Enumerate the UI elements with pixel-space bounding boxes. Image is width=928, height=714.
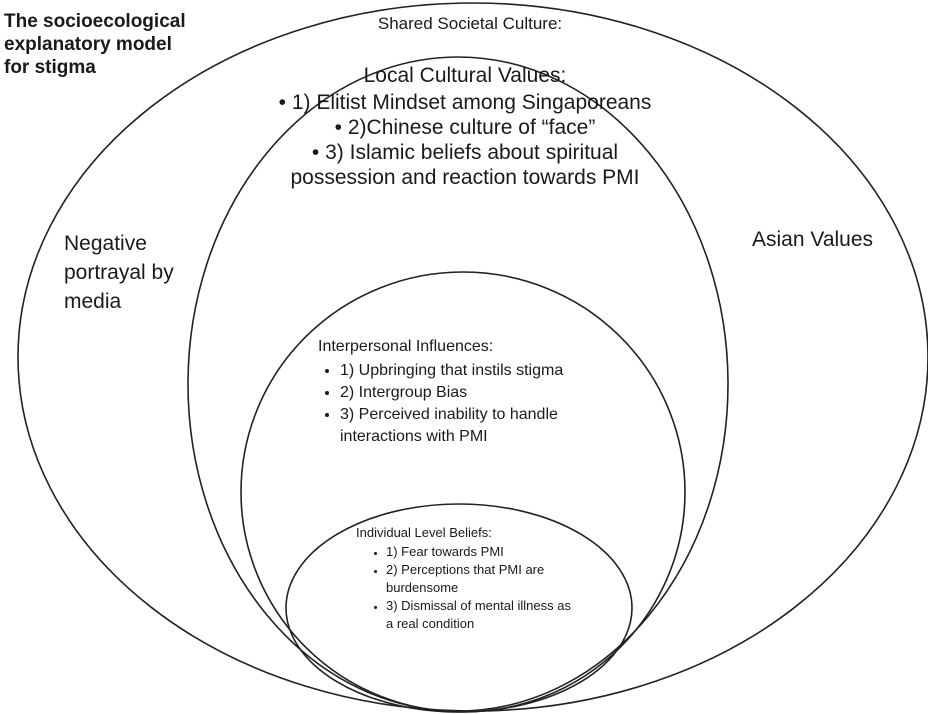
interpersonal-item: 2) Intergroup Bias — [340, 382, 618, 404]
local-value-item: • 2)Chinese culture of “face” — [334, 116, 596, 139]
interpersonal-heading: Interpersonal Influences: — [318, 338, 494, 355]
individual-ellipse — [285, 503, 633, 713]
individual-block: Individual Level Beliefs: 1) Fear toward… — [334, 524, 574, 633]
local-value-item: • 3) Islamic beliefs about spiritual pos… — [290, 141, 640, 189]
individual-item: 2) Perceptions that PMI are burdensome — [386, 561, 574, 597]
interpersonal-block: Interpersonal Influences: 1) Upbringing … — [318, 336, 618, 448]
shared-culture-label: Shared Societal Culture: — [377, 14, 563, 33]
local-values-heading: Local Cultural Values: — [363, 64, 567, 87]
diagram-title: The socioecological explanatory model fo… — [4, 11, 186, 78]
media-portrayal-label: Negative portrayal by media — [64, 232, 174, 313]
individual-item: 3) Dismissal of mental illness as a real… — [386, 597, 574, 633]
interpersonal-list: 1) Upbringing that instils stigma 2) Int… — [318, 360, 618, 448]
interpersonal-item: 1) Upbringing that instils stigma — [340, 360, 618, 382]
local-values-ellipse — [187, 56, 729, 712]
interpersonal-item: 3) Perceived inability to handle interac… — [340, 404, 618, 448]
local-values-block: Local Cultural Values: • 1) Elitist Mind… — [260, 63, 670, 190]
individual-item: 1) Fear towards PMI — [386, 543, 574, 561]
individual-list: 1) Fear towards PMI 2) Perceptions that … — [334, 543, 574, 633]
local-value-item: • 1) Elitist Mindset among Singaporeans — [278, 91, 652, 114]
individual-heading: Individual Level Beliefs: — [356, 525, 492, 540]
asian-values-label: Asian Values — [752, 228, 874, 251]
